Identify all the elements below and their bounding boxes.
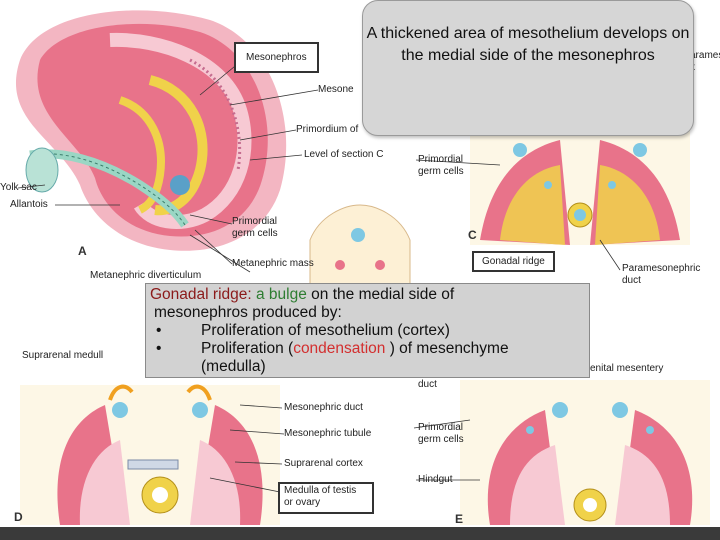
hindgut-label: Hindgut (418, 474, 453, 485)
definition-item-1: Proliferation of mesothelium (cortex) (201, 322, 450, 339)
definition-item-2-continued: (medulla) (201, 358, 266, 375)
mesonephric-tubule-label: Mesonephric tubule (284, 428, 372, 439)
bullet-1: • (156, 322, 162, 339)
item-2-suffix: ) of mesenchyme (385, 340, 509, 357)
item-2-prefix: Proliferation ( (201, 340, 294, 357)
callout-text: A thickened area of mesothelium develops… (366, 25, 690, 64)
allantois-label: Allantois (10, 199, 48, 210)
genital-mesentery-label: enital mesentery (590, 363, 664, 374)
definition-lead: a bulge (256, 286, 307, 303)
primordial-germ-c-label-1: Primordial (418, 154, 464, 165)
cross-section-c (470, 120, 690, 245)
definition-rest: on the medial side of (306, 286, 455, 303)
cross-section-e (460, 380, 710, 525)
paramesona-label-1: aramesona (690, 50, 720, 61)
gonadal-ridge-box-label: Gonadal ridge (472, 251, 555, 272)
metanephric-mass-label: Metanephric mass (232, 258, 314, 269)
definition-line-1: Gonadal ridge: a bulge on the medial sid… (150, 286, 454, 304)
medulla-box (278, 482, 374, 514)
panel-letter-e: E (455, 512, 464, 526)
leader-lines-a (17, 61, 319, 273)
panel-letter-c: C (468, 228, 477, 242)
primordial-germ-a-label-1: Primordial (232, 216, 278, 227)
gonadal-ridge-definition: Gonadal ridge: a bulge on the medial sid… (145, 283, 590, 378)
paramesonephric-label-2: duct (622, 275, 641, 286)
definition-line-2: mesonephros produced by: (154, 304, 342, 321)
metanephric-diverticulum-label: Metanephric diverticulum (90, 270, 202, 281)
yolk-sac-label: Yolk sac (0, 182, 37, 193)
definition-colon: : (247, 286, 252, 303)
panel-letter-a: A (78, 244, 87, 258)
primordial-germ-a-label-2: germ cells (232, 228, 278, 239)
primordial-germ-e-label-1: Primordial (418, 422, 464, 433)
primordial-germ-c-label-2: germ cells (418, 166, 464, 177)
suprarenal-medulla-label: Suprarenal medull (22, 350, 104, 361)
suprarenal-cortex-label: Suprarenal cortex (284, 458, 363, 469)
medulla-box-label-2: or ovary (284, 497, 321, 508)
embryo-illustration (15, 10, 287, 251)
leader-lines-d (209, 404, 285, 493)
leader-lines-e (413, 419, 480, 481)
callout-box: A thickened area of mesothelium develops… (362, 0, 694, 136)
panel-letter-d: D (14, 510, 23, 524)
duct-label: duct (418, 379, 437, 390)
definition-term: Gonadal ridge (150, 286, 248, 303)
definition-item-2: Proliferation (condensation ) of mesench… (201, 340, 509, 358)
primordial-germ-e-label-2: germ cells (418, 434, 464, 445)
cross-section-d (20, 384, 280, 525)
mesonephros-box-label: Mesonephros (234, 42, 319, 73)
level-section-label: Level of section C (304, 149, 384, 160)
paramesonephric-label-1: Paramesonephric (622, 263, 701, 274)
mid-section (309, 204, 411, 286)
leader-lines-c (415, 159, 621, 271)
primordium-label: Primordium of (296, 124, 359, 135)
item-2-highlight: condensation (293, 340, 386, 357)
mesonephric-duct-label: Mesonephric duct (284, 402, 363, 413)
bottom-bar (0, 527, 720, 540)
medulla-box-label-1: Medulla of testis (284, 485, 357, 496)
bullet-2: • (156, 340, 162, 357)
mesone-label: Mesone (318, 84, 354, 95)
